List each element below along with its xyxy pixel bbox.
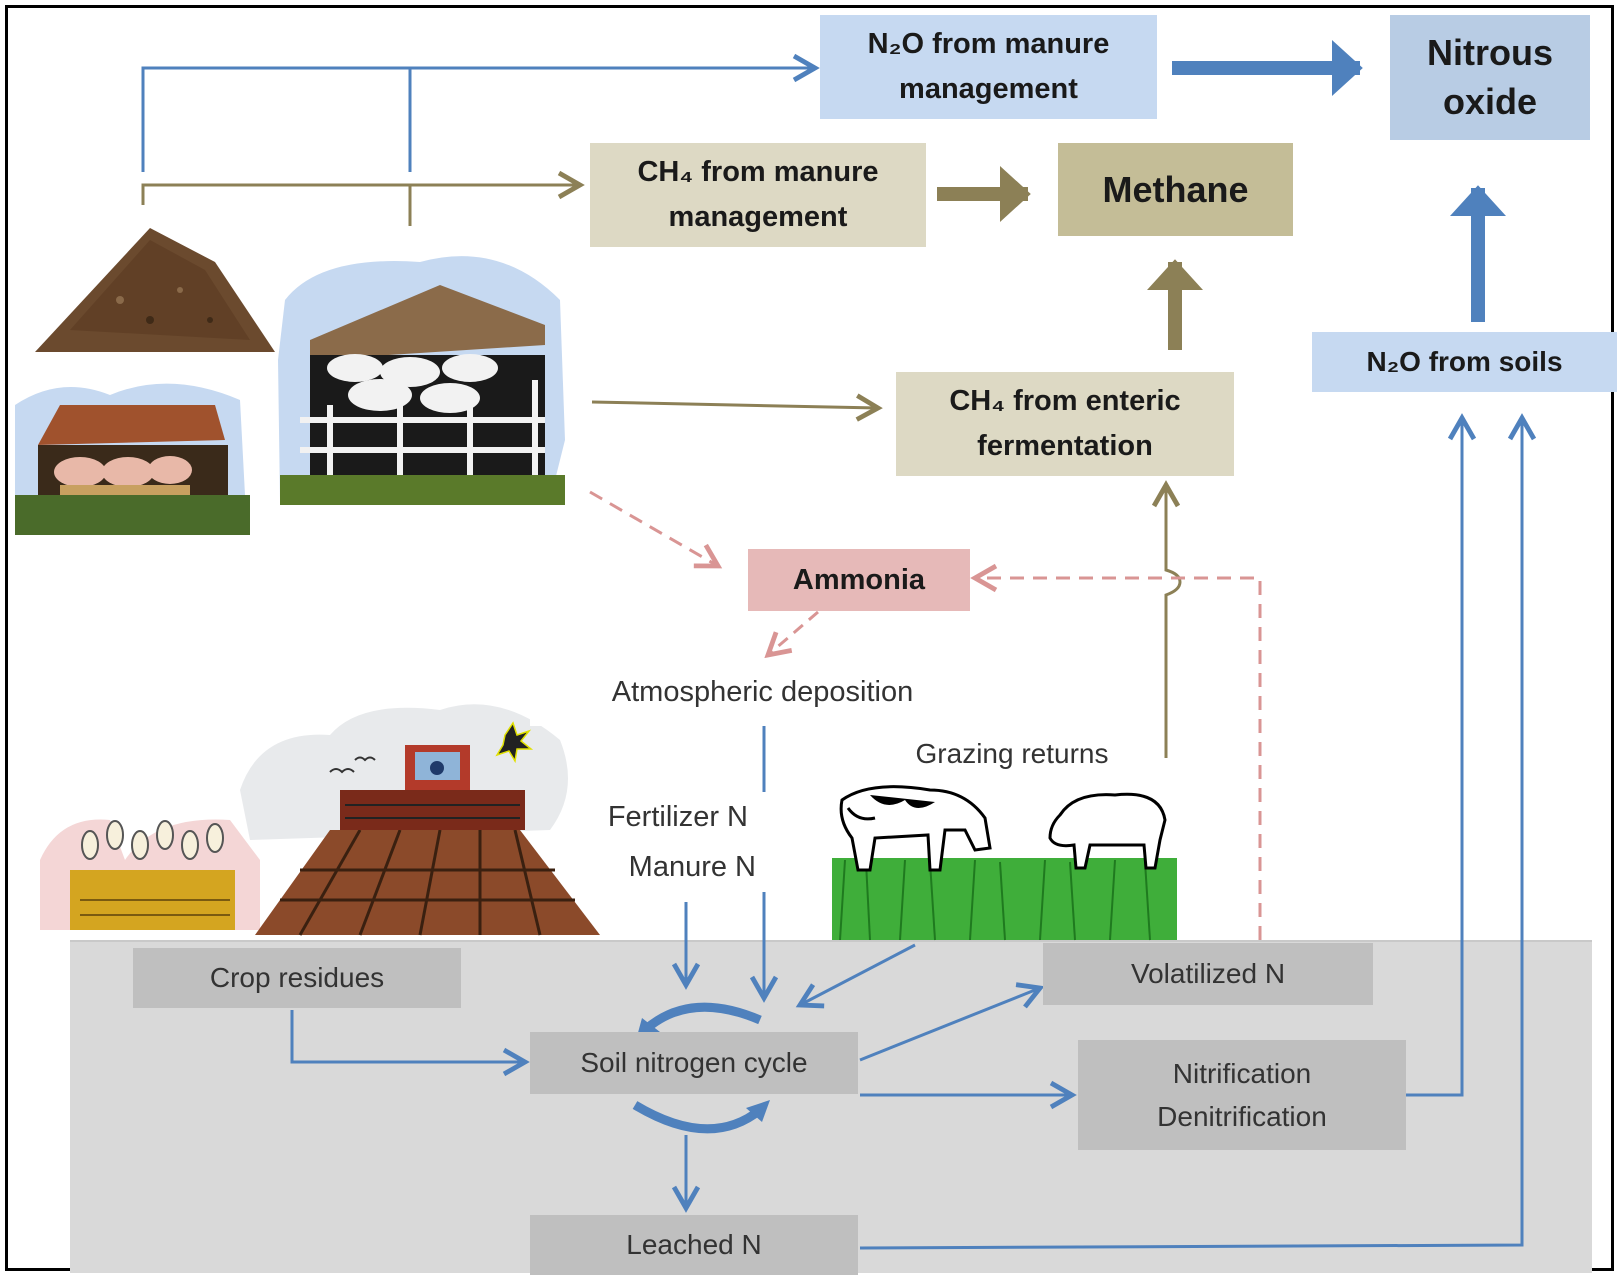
ch4-manure-box: CH₄ from manure management bbox=[590, 143, 926, 247]
nitrous-oxide-box: Nitrous oxide bbox=[1390, 15, 1590, 140]
leached-n-box: Leached N bbox=[530, 1215, 858, 1275]
arrow-manure-to-ch4 bbox=[141, 170, 585, 226]
n2o-manure-line1: N₂O from manure bbox=[867, 28, 1110, 61]
manure-n-box: Manure N bbox=[573, 842, 798, 892]
grass-icon bbox=[832, 858, 1177, 941]
methane-label: Methane bbox=[1102, 168, 1249, 210]
nitrous-oxide-line2: oxide bbox=[1442, 80, 1538, 122]
volatilized-n-box: Volatilized N bbox=[1043, 943, 1373, 1005]
ch4-enteric-line2: fermentation bbox=[977, 430, 1153, 462]
grazing-returns-box: Grazing returns bbox=[862, 728, 1162, 780]
nitrification-box: Nitrification Denitrification bbox=[1078, 1040, 1406, 1150]
atmospheric-deposition-box: Atmospheric deposition bbox=[530, 658, 995, 726]
arrow-grazing-to-enteric bbox=[1151, 480, 1182, 758]
arrow-leached-to-soils bbox=[859, 413, 1537, 1250]
manure-heap-icon bbox=[35, 228, 275, 352]
crop-residues-box: Crop residues bbox=[133, 948, 461, 1008]
ch4-manure-line1: CH₄ from manure bbox=[637, 156, 879, 189]
n2o-soils-box: N₂O from soils bbox=[1312, 332, 1617, 392]
arrow-livestock-to-ammonia bbox=[589, 490, 723, 569]
manure-n-label: Manure N bbox=[628, 850, 756, 883]
tractor-field-icon bbox=[240, 704, 600, 936]
arrow-manure-to-n2o bbox=[141, 53, 820, 172]
fertilizer-n-box: Fertilizer N bbox=[573, 792, 798, 842]
grazing-cow-icon bbox=[839, 785, 992, 872]
ch4-enteric-box: CH₄ from enteric fermentation bbox=[896, 372, 1234, 476]
n2o-manure-box: N₂O from manure management bbox=[820, 15, 1157, 119]
atmospheric-deposition-label: Atmospheric deposition bbox=[611, 675, 914, 708]
nitrification-line1: Nitrification bbox=[1172, 1057, 1312, 1089]
soil-nitrogen-cycle-label: Soil nitrogen cycle bbox=[580, 1047, 808, 1079]
arrow-livestock-to-enteric bbox=[591, 393, 883, 422]
ch4-manure-line2: management bbox=[668, 201, 848, 233]
arrow-soil-to-volatilized bbox=[859, 982, 1045, 1062]
ammonia-label: Ammonia bbox=[792, 563, 926, 596]
arrow-ammonia-to-deposition bbox=[764, 610, 819, 659]
grazing-sheep-icon bbox=[1048, 792, 1167, 870]
arrow-volatilized-to-ammonia bbox=[970, 563, 1262, 940]
ch4-enteric-line1: CH₄ from enteric bbox=[949, 385, 1181, 418]
wheat-crop-icon bbox=[40, 819, 260, 930]
arrow-residues-to-soil bbox=[290, 1010, 530, 1077]
soil-nitrogen-cycle-box: Soil nitrogen cycle bbox=[530, 1032, 858, 1094]
fertilizer-n-label: Fertilizer N bbox=[607, 800, 748, 833]
cycle-icon bbox=[632, 1002, 770, 1134]
nitrification-line2: Denitrification bbox=[1157, 1101, 1327, 1132]
nitrous-oxide-line1: Nitrous bbox=[1427, 31, 1553, 73]
n2o-manure-line2: management bbox=[899, 73, 1078, 105]
arrow-nitrification-to-soils bbox=[1405, 413, 1477, 1097]
leached-n-label: Leached N bbox=[626, 1229, 762, 1261]
n2o-soils-label: N₂O from soils bbox=[1366, 346, 1563, 378]
cattle-pen-icon bbox=[278, 256, 565, 505]
pig-barn-icon bbox=[15, 383, 250, 535]
grazing-returns-label: Grazing returns bbox=[915, 738, 1109, 770]
ammonia-box: Ammonia bbox=[748, 549, 970, 611]
arrow-grazing-to-soil bbox=[795, 943, 916, 1009]
volatilized-n-label: Volatilized N bbox=[1130, 958, 1286, 990]
methane-box: Methane bbox=[1058, 143, 1293, 236]
crop-residues-label: Crop residues bbox=[209, 962, 385, 994]
